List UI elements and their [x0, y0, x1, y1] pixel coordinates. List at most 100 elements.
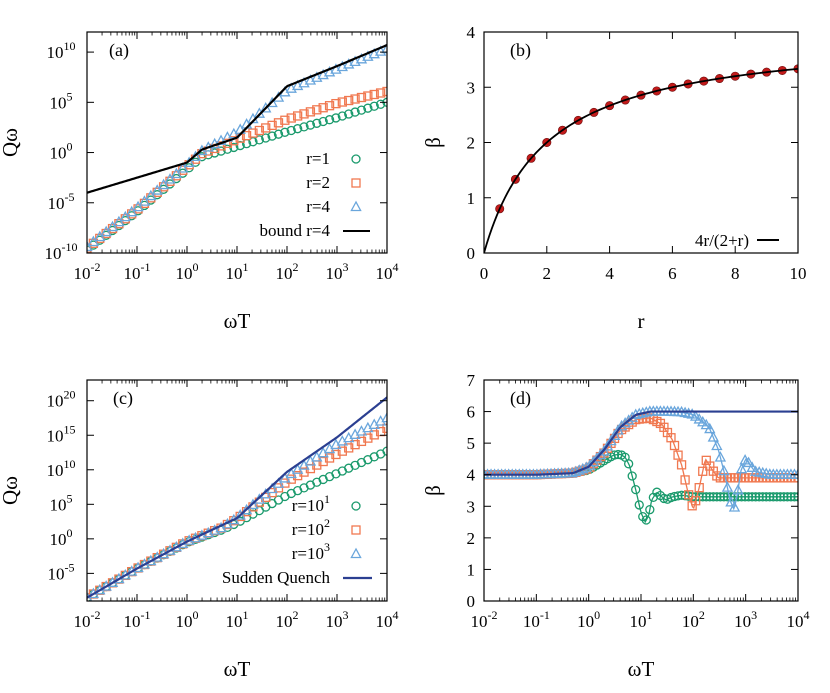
x-tick-label: 102 — [682, 608, 705, 631]
data-point — [587, 455, 600, 467]
data-point — [732, 483, 744, 495]
data-point — [712, 492, 722, 502]
data-point — [789, 492, 798, 502]
data-point — [151, 184, 163, 195]
data-point — [356, 105, 367, 115]
y-tick-label: 1020 — [47, 388, 76, 411]
data-point — [254, 135, 264, 145]
data-point — [598, 445, 610, 456]
data-point — [344, 109, 354, 119]
data-point — [170, 167, 183, 179]
curve-4r-over-2-plus-r — [484, 67, 798, 253]
data-point — [299, 122, 309, 132]
data-point — [704, 422, 716, 434]
y-tick-label: 0 — [467, 244, 476, 263]
data-point — [305, 107, 316, 117]
data-point — [157, 178, 170, 190]
data-point — [241, 130, 252, 141]
y-axis-label: β — [421, 137, 445, 148]
x-tick-label: 102 — [276, 608, 299, 631]
y-tick-label: 10-5 — [48, 560, 75, 583]
panel-label: (b) — [510, 40, 531, 61]
data-point — [786, 492, 796, 502]
plot-area — [484, 405, 798, 525]
data-point — [594, 448, 607, 460]
data-point — [641, 515, 651, 525]
data-point — [381, 411, 387, 423]
data-point — [119, 210, 131, 222]
data-point — [363, 91, 373, 101]
data-point — [240, 503, 253, 515]
y-tick-label: 1 — [467, 560, 476, 579]
x-tick-label: 100 — [176, 260, 199, 283]
y-tick-label: 105 — [50, 89, 73, 112]
series-3 — [87, 44, 387, 194]
data-point — [350, 94, 360, 104]
plot-frame — [483, 31, 799, 254]
x-axis-label: r — [638, 309, 645, 333]
data-point — [608, 429, 621, 440]
legend-label: bound r=4 — [260, 221, 331, 240]
y-tick-label: 2 — [467, 134, 476, 153]
x-tick-label: 10-2 — [471, 608, 498, 631]
data-point — [792, 468, 798, 479]
data-point — [100, 225, 112, 237]
y-tick-label: 1010 — [47, 39, 76, 62]
x-tick-label: 0 — [480, 264, 489, 283]
data-point — [363, 103, 373, 113]
data-point — [280, 127, 290, 137]
data-point — [312, 105, 322, 115]
data-point — [305, 120, 316, 130]
data-point — [708, 492, 718, 502]
data-point — [627, 471, 637, 481]
data-point — [742, 456, 755, 468]
series-line — [87, 396, 387, 599]
data-point — [260, 101, 272, 113]
y-tick-label: 10-10 — [45, 240, 78, 263]
legend-label: 4r/(2+r) — [695, 231, 749, 250]
data-point — [318, 103, 328, 113]
x-tick-label: 104 — [787, 608, 810, 631]
legend-label: r=4 — [306, 197, 330, 216]
data-point — [267, 131, 277, 141]
data-point — [87, 240, 93, 252]
x-tick-label: 10-2 — [74, 260, 101, 283]
data-point — [728, 501, 741, 512]
x-axis-label: ωT — [224, 309, 251, 333]
y-tick-label: 0 — [467, 592, 476, 611]
data-point — [700, 418, 712, 430]
data-point — [375, 88, 386, 98]
data-point — [747, 492, 757, 502]
data-point — [87, 235, 100, 247]
y-tick-label: 6 — [467, 403, 476, 422]
y-tick-label: 7 — [467, 371, 476, 390]
data-point — [254, 125, 264, 136]
series-3 — [87, 396, 387, 599]
data-point — [286, 113, 296, 123]
data-point — [248, 128, 258, 138]
series-line — [87, 44, 387, 194]
data-point — [356, 92, 367, 103]
data-point — [234, 509, 246, 520]
data-point — [299, 109, 309, 119]
data-point — [743, 492, 754, 502]
data-point — [94, 230, 106, 242]
data-point — [369, 430, 379, 440]
legend-marker — [351, 525, 361, 535]
y-tick-label: 4 — [467, 23, 476, 42]
x-tick-label: 103 — [734, 608, 757, 631]
series-0 — [495, 64, 798, 214]
data-point — [711, 439, 723, 451]
x-tick-label: 103 — [326, 608, 349, 631]
data-point — [772, 492, 782, 502]
x-tick-label: 101 — [630, 608, 653, 631]
data-point — [273, 129, 284, 139]
data-point — [591, 452, 603, 463]
plot-area — [484, 64, 798, 253]
legend-label: r=2 — [306, 173, 330, 192]
data-point — [318, 116, 328, 127]
y-tick-label: 10-5 — [48, 190, 75, 213]
y-tick-label: 5 — [467, 434, 476, 453]
